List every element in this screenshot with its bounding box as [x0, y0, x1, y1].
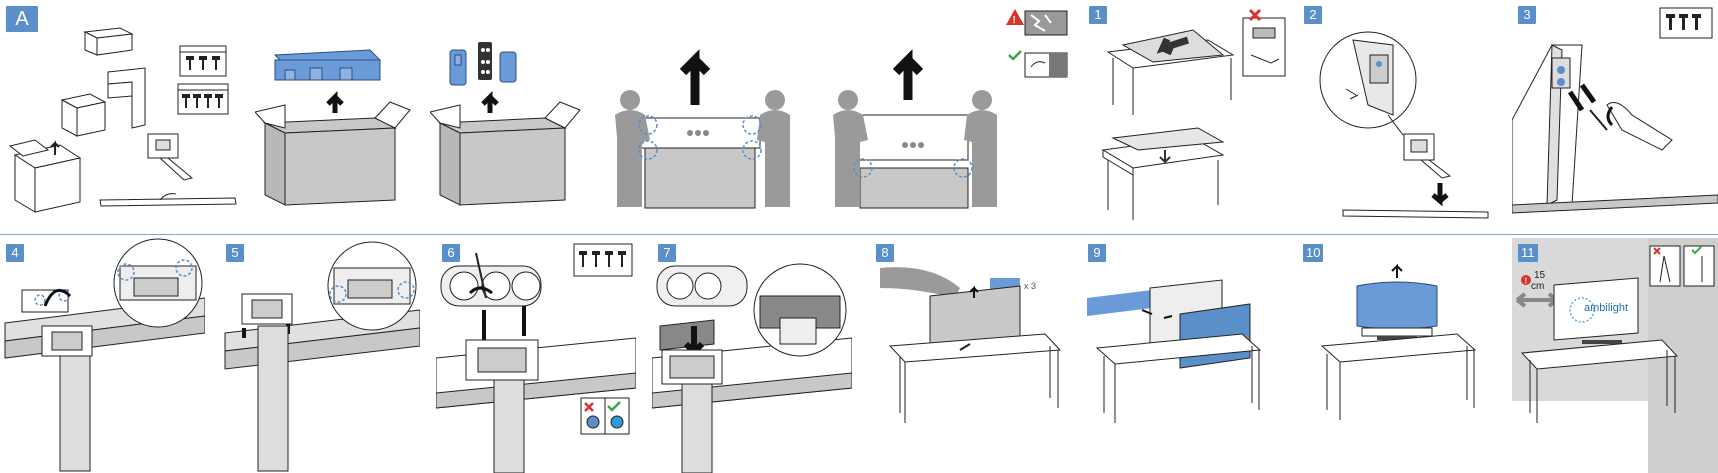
step-10-badge: 10: [1303, 244, 1324, 262]
remove-foam-illustration: [255, 49, 411, 206]
panel-step-10: 10: [1297, 238, 1497, 473]
svg-text:!: !: [1525, 277, 1528, 286]
cross-icon: [1248, 8, 1262, 22]
step-3-illustration: [1512, 7, 1718, 214]
step-7-badge: 7: [658, 244, 676, 262]
panel-a-unpacking: A: [0, 0, 240, 230]
panel-two-person-remove: [830, 0, 1000, 230]
panel-step-3: 3: [1512, 0, 1718, 230]
screw-bag: [1659, 7, 1713, 39]
panel-step-6: 6: [436, 238, 636, 473]
step-9-badge: 9: [1088, 244, 1106, 262]
cross-icon: [584, 402, 594, 412]
step-1-badge: 1: [1089, 6, 1107, 24]
check-icon: [1691, 246, 1702, 255]
ambilight-logo: ambilight: [1584, 302, 1629, 314]
step-8-badge: 8: [876, 244, 894, 262]
step-6-illustration: [436, 243, 636, 473]
panel-step-5: 5: [220, 238, 420, 473]
step-6-badge: 6: [442, 244, 460, 262]
step-11-badge: 11: [1518, 244, 1538, 262]
two-person-remove-illustration: [833, 49, 997, 209]
step-11-illustration: !: [1512, 238, 1718, 473]
screw-bag: [573, 243, 633, 277]
wall-distance-value: 15: [1534, 270, 1546, 281]
sticker-multiplier: x 3: [1024, 281, 1037, 291]
step-8-illustration: [880, 267, 1062, 423]
row-divider: [0, 234, 1718, 235]
panel-remove-parts: [430, 0, 590, 230]
section-a-badge: A: [6, 6, 38, 32]
two-person-lift-illustration: [615, 49, 790, 209]
step-2-badge: 2: [1304, 6, 1322, 24]
step-5-badge: 5: [226, 244, 244, 262]
step-5-illustration: [224, 241, 420, 472]
panel-step-7: 7: [652, 238, 852, 473]
svg-text:!: !: [1013, 15, 1016, 26]
step-9-illustration: [1087, 279, 1262, 423]
step-4-illustration: [4, 238, 205, 472]
panel-remove-foam: [255, 0, 415, 230]
unpacking-illustration: [8, 27, 237, 213]
cross-icon: [1653, 247, 1661, 255]
panel-step-11: ! 11 15 cm ambilight: [1512, 238, 1718, 473]
arrow-up-icon: [892, 49, 924, 100]
panel-step-1: 1: [1083, 0, 1293, 230]
panel-step-4: 4: [0, 238, 205, 473]
arrow-up-icon: [679, 49, 711, 105]
screw-bag-bottom: [177, 83, 229, 115]
remove-parts-illustration: [430, 42, 581, 206]
panel-handling-warning: !: [1005, 5, 1075, 85]
panel-step-2: 2: [1298, 0, 1508, 230]
step-10-illustration: [1320, 263, 1477, 420]
wall-distance-unit: cm: [1531, 281, 1545, 292]
check-icon: [607, 401, 621, 412]
panel-two-person-lift: [610, 0, 800, 230]
arrow-up-icon: [1391, 263, 1403, 278]
step-1-illustration: [1101, 8, 1286, 220]
warning-icon: [1006, 9, 1024, 25]
panel-step-8: 8 x 3: [870, 238, 1070, 473]
step-7-illustration: [652, 263, 852, 473]
handling-warning-illustration: !: [1006, 9, 1068, 78]
check-icon: [1008, 50, 1022, 61]
screw-bag-top: [179, 45, 227, 77]
step-4-badge: 4: [6, 244, 24, 262]
step-2-illustration: [1319, 31, 1489, 219]
panel-step-9: 9: [1082, 238, 1282, 473]
step-3-badge: 3: [1518, 6, 1536, 24]
